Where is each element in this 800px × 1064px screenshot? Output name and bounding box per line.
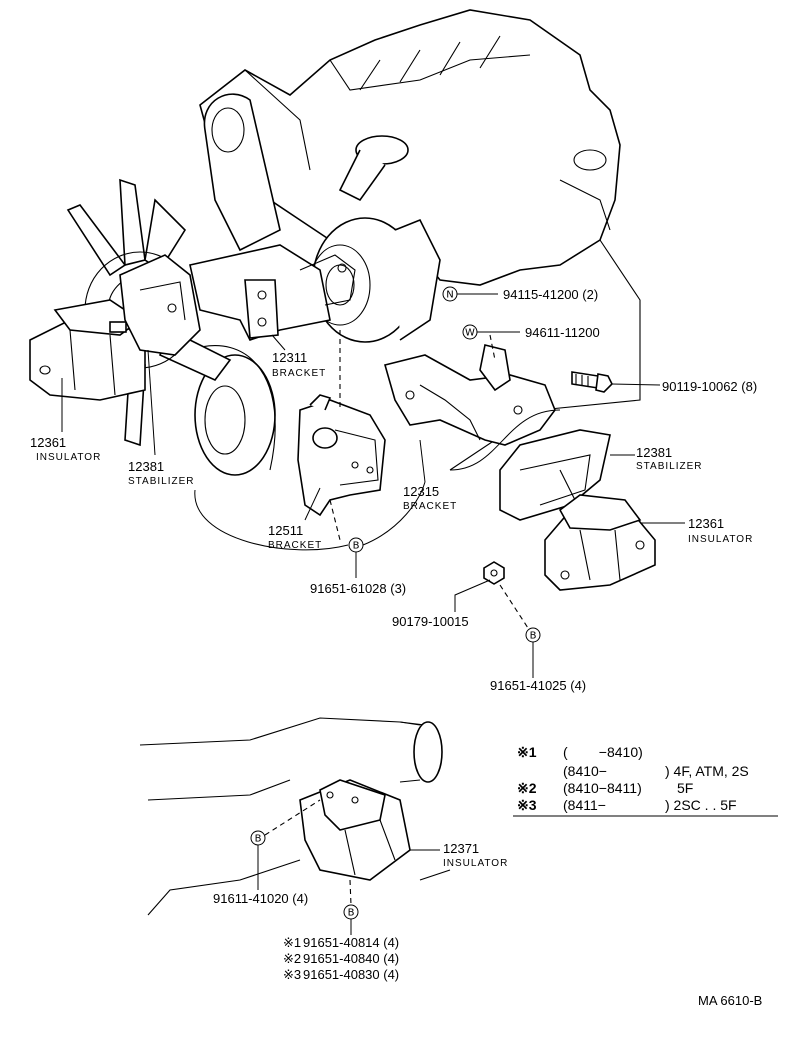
part-12361-left-name: INSULATOR (36, 452, 101, 463)
bolt-91651-41025-icon: B (525, 627, 541, 643)
legend-row-3-applies: 5F (677, 780, 693, 796)
fastener-91611-41020-label: 91611-41020 (4) (213, 891, 308, 906)
bracket-12311-illustration (189, 244, 356, 341)
bracket-12315-illustration (384, 344, 556, 446)
part-12371-name: INSULATOR (443, 858, 508, 869)
legend-row-3-range: (8410−8411) (563, 780, 642, 796)
part-12511-number: 12511 (268, 523, 303, 538)
insulator-12361-right-illustration (544, 494, 656, 591)
legend-row-3-marker: ※2 (517, 780, 537, 796)
part-12361-right-name: INSULATOR (688, 534, 753, 545)
part-12311-number: 12311 (272, 350, 307, 365)
fastener-90119-label: 90119-10062 (8) (662, 379, 757, 394)
part-12361-left-number: 12361 (30, 435, 66, 450)
bolt-90119-icon (571, 371, 613, 393)
part-12311-name: BRACKET (272, 368, 326, 379)
dashed-lines (264, 330, 529, 906)
insulator-12361-left-illustration (29, 299, 146, 401)
bolt-rear-mark: B (348, 908, 355, 919)
part-12511-name: BRACKET (268, 540, 322, 551)
variant-bolt-list: ※1 91651-40814 (4) ※2 91651-40840 (4) ※3… (283, 935, 399, 982)
legend-row-1-marker: ※1 (517, 744, 537, 760)
variant-bolt-2-marker: ※2 (283, 951, 301, 966)
variant-bolt-3-marker: ※3 (283, 967, 301, 982)
legend-row-4-applies: ) 2SC . . 5F (665, 797, 737, 813)
bolt-91611-41020-icon: B (250, 830, 266, 846)
legend-row-1-range: ( −8410) (563, 744, 643, 760)
variant-bolt-2-label: 91651-40840 (4) (303, 951, 399, 966)
variant-bolt-3-label: 91651-40830 (4) (303, 967, 399, 982)
legend-row-2-range: (8410− (563, 763, 630, 779)
fastener-91651-41025-label: 91651-41025 (4) (490, 678, 586, 693)
transmission-tail-illustration (139, 717, 451, 916)
washer-94611-icon: W (462, 324, 478, 340)
leader-lines (61, 293, 685, 935)
drawing-id: MA 6610-B (698, 993, 762, 1008)
legend-row-4-marker: ※3 (517, 797, 537, 813)
fastener-91651-61028-label: 91651-61028 (3) (310, 581, 406, 596)
bolt-91651-61028-mark: B (353, 541, 360, 552)
part-12381-right-name: STABILIZER (636, 461, 703, 472)
bolt-91651-41025-mark: B (530, 631, 537, 642)
bolt-91611-41020-mark: B (255, 834, 262, 845)
stabilizer-12381-right-illustration (499, 429, 611, 521)
part-12381-left-number: 12381 (128, 459, 164, 474)
nut-90179-icon (483, 561, 505, 585)
engine-block-illustration (58, 9, 641, 476)
legend-row-4-range: (8411− (563, 797, 606, 813)
fastener-94115-label: 94115-41200 (2) (503, 287, 598, 302)
insulator-12371-illustration (299, 779, 411, 881)
bolt-rear-icon: B (343, 904, 359, 920)
part-12361-right-number: 12361 (688, 516, 724, 531)
fastener-94611-label: 94611-11200 (525, 325, 600, 340)
part-12371-number: 12371 (443, 841, 479, 856)
nut-94115-mark: N (446, 290, 453, 301)
variant-bolt-1-label: 91651-40814 (4) (303, 935, 399, 950)
part-12315-number: 12315 (403, 484, 439, 499)
part-12381-right-number: 12381 (636, 445, 672, 460)
part-12381-left-name: STABILIZER (128, 476, 195, 487)
legend-row-2-applies: ) 4F, ATM, 2S (665, 763, 749, 779)
nut-94115-icon: N (442, 286, 458, 302)
variant-bolt-1-marker: ※1 (283, 935, 301, 950)
stabilizer-12381-left-illustration (119, 254, 201, 356)
washer-94611-mark: W (465, 328, 475, 339)
part-12315-name: BRACKET (403, 501, 457, 512)
applicability-legend: ※1 ( −8410) (8410− ) 4F, ATM, 2S ※2 (841… (513, 744, 778, 817)
bracket-12511-illustration (297, 394, 386, 517)
bolt-91651-61028-icon: B (348, 537, 364, 553)
fastener-90179-label: 90179-10015 (392, 614, 469, 629)
